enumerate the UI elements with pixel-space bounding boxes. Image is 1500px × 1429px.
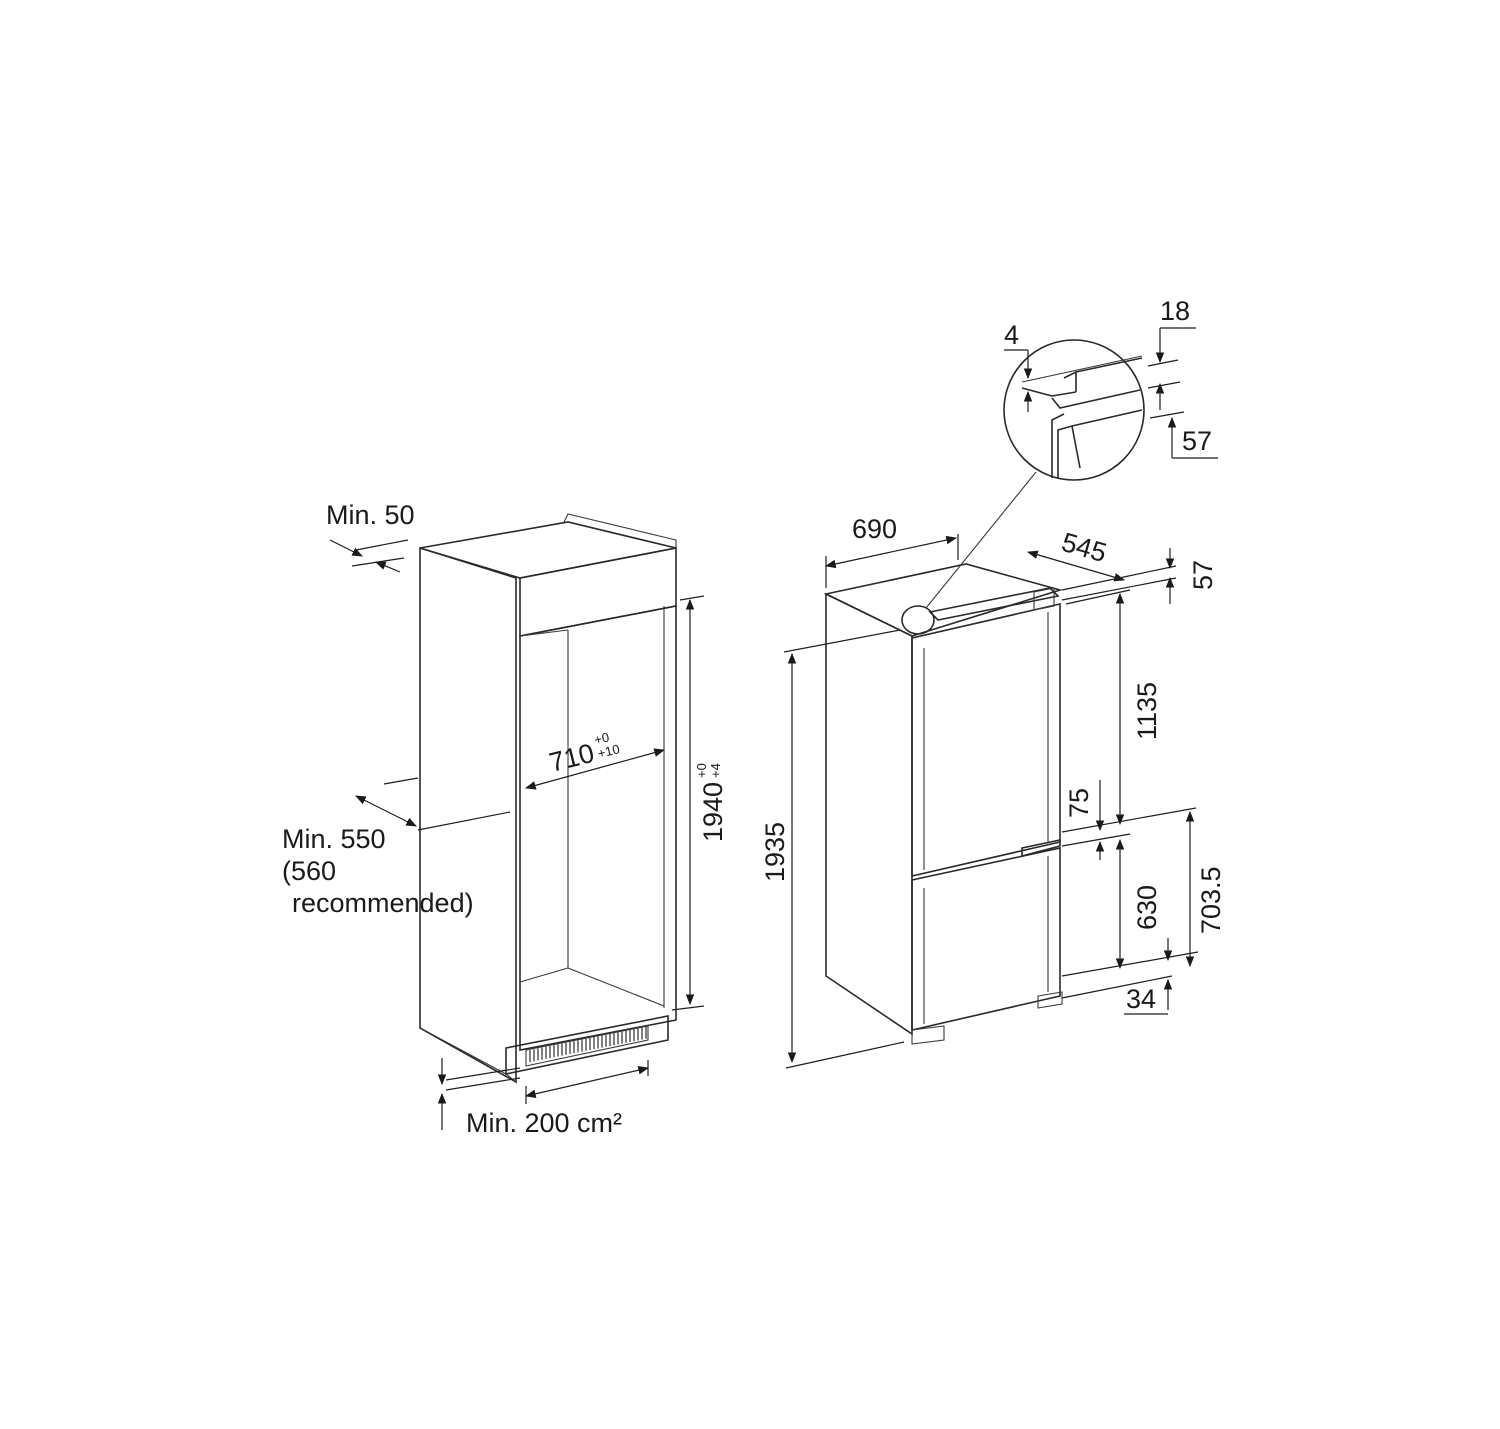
niche-width-label: 710 [546,738,597,778]
niche-depth-line3: recommended) [292,888,474,918]
appliance-top-gap-label: 57 [1188,560,1218,590]
lower-door-dimension: 630 [1115,838,1162,970]
lower-total-dimension: 703.5 [1061,810,1226,977]
min50-label: Min. 50 [326,500,415,530]
hinge-detail [901,339,1145,635]
niche-width-tol-bottom: +10 [596,741,621,761]
niche-width-dimension: 710 +0 +10 [524,729,666,790]
niche-height-label: 1940 [698,782,728,842]
total-height-label: 1935 [760,822,790,882]
appliance-depth-dimension: 690 [824,514,959,588]
detail-57-label: 57 [1182,426,1212,456]
detail-18-label: 18 [1160,296,1190,326]
niche-height-tol-bottom: +4 [708,763,723,778]
appliance-depth-label: 690 [852,514,897,544]
vent-dimension: Min. 200 cm² [437,1058,650,1138]
niche-depth-line2: (560 [282,856,336,886]
bottom-dimension: 34 [1061,938,1173,1015]
detail-4-label: 4 [1004,320,1019,350]
lower-total-label: 703.5 [1196,866,1226,934]
appliance-width-dimension: 545 [1026,527,1126,582]
detail-18-dimension: 18 [1147,296,1196,410]
detail-57-dimension: 57 [1149,411,1218,459]
niche-height-dimension: 1940 +0 +4 [671,595,728,1011]
niche-width-tol-top: +0 [593,729,611,747]
upper-door-label: 1135 [1132,682,1162,740]
appliance-top-gap-dimension: 57 [1061,548,1218,604]
total-height-dimension: 1935 [760,629,905,1069]
niche-height-tol-top: +0 [694,763,709,778]
vent-label: Min. 200 cm² [466,1108,622,1138]
detail-4-dimension: 4 [1004,320,1033,412]
gap-dimension: 75 [1061,780,1197,860]
appliance-width-label: 545 [1058,527,1110,568]
niche-depth-line1: Min. 550 [282,824,386,854]
upper-door-dimension: 1135 [1065,589,1162,826]
gap-label: 75 [1064,788,1094,818]
appliance-body [823,563,1063,1045]
min50-dimension: Min. 50 [326,500,415,573]
lower-door-label: 630 [1132,885,1162,930]
bottom-label: 34 [1126,984,1156,1014]
niche-depth-dimension: Min. 550 (560 recommended) [282,777,511,918]
niche-cabinet [419,513,677,1084]
vent-grille [525,1025,649,1067]
